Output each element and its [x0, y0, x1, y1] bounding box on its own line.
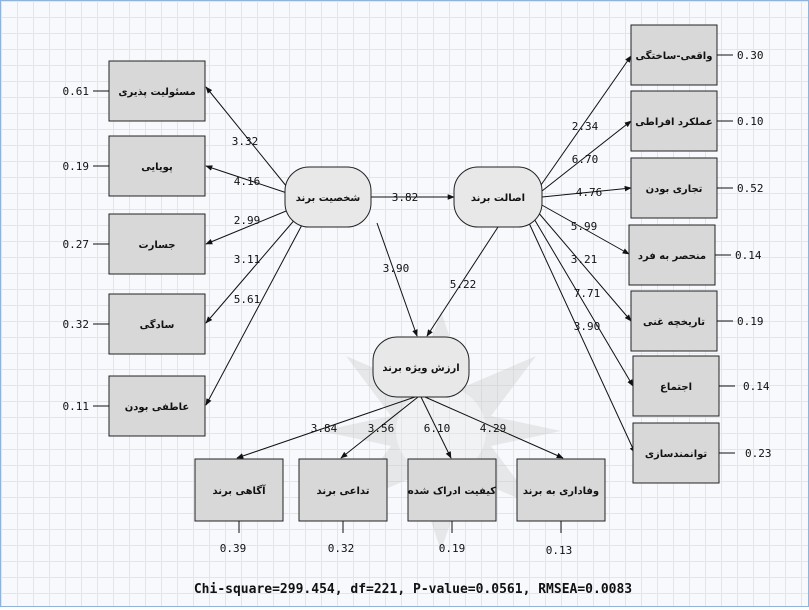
bottom-indicator: آگاهی برند 0.39	[194, 458, 284, 555]
edge-personality-item	[205, 165, 288, 194]
left-indicator-label: عاطفی بودن	[125, 402, 190, 413]
left-indicator: مسئولیت پذیری 0.61	[63, 60, 206, 122]
bottom-indicator-label: وفاداری به برند	[523, 486, 599, 497]
left-error-value: 0.19	[63, 160, 90, 173]
right-indicator-label: توانمندسازی	[645, 449, 708, 460]
left-indicator: سادگی 0.32	[63, 293, 206, 355]
coef-left-2: 2.99	[234, 214, 261, 227]
right-error-value: 0.14	[743, 380, 770, 393]
right-indicator: منحصر به فرد 0.14	[628, 224, 762, 286]
coef-personality-equity: 3.90	[383, 262, 410, 275]
coef-left-4: 5.61	[234, 293, 261, 306]
coef-authenticity-equity: 5.22	[450, 278, 477, 291]
left-indicator-label: جسارت	[139, 240, 176, 251]
bottom-error-value: 0.13	[546, 544, 573, 557]
coef-right-4: 3.21	[571, 253, 598, 266]
bottom-indicator-label: کیفیت ادراک شده	[408, 486, 496, 497]
edge-authenticity-item	[539, 203, 630, 255]
coef-bottom-1: 3.56	[368, 422, 395, 435]
right-error-value: 0.23	[745, 447, 772, 460]
coef-personality-authenticity: 3.82	[392, 191, 419, 204]
right-indicator: توانمندسازی 0.23	[632, 422, 772, 484]
latent-personality-label: شخصیت برند	[296, 193, 361, 204]
coef-right-3: 5.99	[571, 220, 598, 233]
coef-bottom-2: 6.10	[424, 422, 451, 435]
edge-equity-item	[424, 396, 564, 459]
right-error-value: 0.30	[737, 49, 764, 62]
edge-authenticity-item	[541, 120, 632, 192]
edge-personality-item	[205, 222, 304, 406]
edge-authenticity-item	[540, 55, 632, 186]
coef-right-1: 6.70	[572, 153, 599, 166]
edge-personality-equity	[376, 222, 418, 337]
edge-authenticity-equity	[426, 226, 499, 337]
coef-right-5: 7.71	[574, 287, 601, 300]
bottom-indicator: وفاداری به برند 0.13	[516, 458, 606, 557]
bottom-indicator: کیفیت ادراک شده 0.19	[407, 458, 497, 555]
right-indicator: تجاری بودن 0.52	[630, 157, 764, 219]
fit-statistics: Chi-square=299.454, df=221, P-value=0.05…	[194, 582, 632, 597]
right-indicator-label: تجاری بودن	[646, 184, 703, 195]
left-indicator: جسارت 0.27	[63, 213, 206, 275]
right-indicator: واقعی-ساختگی 0.30	[630, 24, 764, 86]
latent-equity: ارزش ویژه برند	[372, 336, 470, 398]
edge-authenticity-item	[528, 222, 636, 454]
left-indicator: پویایی 0.19	[63, 135, 206, 197]
edge-authenticity-item	[536, 210, 632, 322]
left-error-value: 0.11	[63, 400, 90, 413]
bottom-error-value: 0.39	[220, 542, 247, 555]
edge-personality-item	[205, 216, 298, 324]
coef-right-2: 4.76	[576, 186, 603, 199]
edge-personality-item	[205, 208, 292, 245]
left-indicator-label: سادگی	[140, 318, 175, 331]
right-indicator-label: تاریخچه غنی	[643, 317, 705, 328]
right-indicator-label: واقعی-ساختگی	[636, 49, 713, 62]
edge-authenticity-item	[541, 185, 632, 198]
edge-authenticity-item	[532, 216, 634, 387]
right-error-value: 0.10	[737, 115, 764, 128]
coef-left-3: 3.11	[234, 253, 261, 266]
latent-authenticity-label: اصالت برند	[471, 193, 525, 204]
left-error-value: 0.27	[63, 238, 90, 251]
edge-personality-item	[205, 86, 288, 188]
bottom-error-value: 0.32	[328, 542, 355, 555]
latent-authenticity: اصالت برند	[453, 166, 543, 228]
right-indicator-label: عملکرد افراطی	[635, 117, 712, 128]
coef-bottom-0: 3.84	[311, 422, 338, 435]
right-error-value: 0.14	[735, 249, 762, 262]
left-indicator-label: مسئولیت پذیری	[118, 87, 195, 98]
right-indicator: تاریخچه غنی 0.19	[630, 290, 764, 352]
edge-equity-item	[236, 396, 416, 459]
right-indicator: اجتماع 0.14	[632, 355, 770, 417]
left-error-value: 0.61	[63, 85, 90, 98]
latent-personality: شخصیت برند	[284, 166, 372, 228]
right-indicator-label: اجتماع	[660, 382, 692, 393]
right-error-value: 0.52	[737, 182, 764, 195]
coef-left-0: 3.32	[232, 135, 259, 148]
bottom-indicator-label: تداعی برند	[317, 486, 370, 497]
left-error-value: 0.32	[63, 318, 90, 331]
coef-left-1: 4.16	[234, 175, 261, 188]
right-error-value: 0.19	[737, 315, 764, 328]
bottom-indicator-label: آگاهی برند	[212, 484, 266, 497]
left-indicator-label: پویایی	[141, 162, 173, 173]
coef-right-6: 3.90	[574, 320, 601, 333]
coef-right-0: 2.34	[572, 120, 599, 133]
latent-equity-label: ارزش ویژه برند	[382, 363, 459, 374]
bottom-error-value: 0.19	[439, 542, 466, 555]
edge-equity-item	[420, 396, 452, 459]
coef-bottom-3: 4.29	[480, 422, 507, 435]
edge-equity-item	[340, 396, 419, 459]
bottom-indicator: تداعی برند 0.32	[298, 458, 388, 555]
right-indicator-label: منحصر به فرد	[638, 251, 706, 262]
right-indicator: عملکرد افراطی 0.10	[630, 90, 764, 152]
left-indicator: عاطفی بودن 0.11	[63, 375, 206, 437]
